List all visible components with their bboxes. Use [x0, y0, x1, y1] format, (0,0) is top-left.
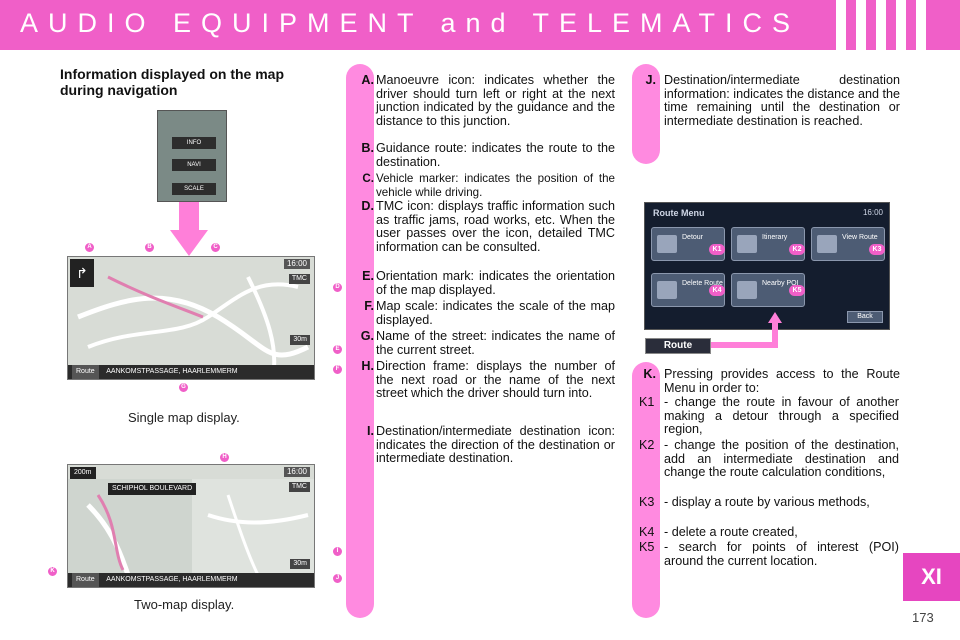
- poi-icon: [737, 281, 757, 299]
- legend-item-k: K. Pressing provides access to the Route…: [643, 367, 900, 395]
- marker-f: F: [332, 364, 343, 375]
- marker-h: H: [219, 452, 230, 463]
- map-clock: 16:00: [283, 259, 310, 269]
- navigation-device-buttons: INFO NAVI SCALE: [157, 110, 227, 202]
- route-menu-clock: 16:00: [862, 208, 883, 217]
- marker-k5: K5: [789, 285, 805, 296]
- navi-button: NAVI: [172, 159, 216, 171]
- pointer-arrow-head: [170, 230, 208, 256]
- legend-item-h: H. Direction frame: displays the number …: [361, 359, 615, 400]
- k4-description: K4 - delete a route created,: [639, 525, 798, 539]
- legend-item-d: D. TMC icon: displays traffic informatio…: [361, 199, 615, 254]
- connector-arrow: [772, 322, 778, 348]
- k5-description: K5 - search for points of interest (POI)…: [639, 540, 899, 568]
- tmc-icon: TMC: [288, 482, 310, 492]
- route-button[interactable]: Route: [72, 573, 99, 587]
- route-menu-title: Route Menu: [653, 208, 705, 218]
- k2-description: K2 - change the position of the destinat…: [639, 438, 899, 479]
- legend-panel-k: [632, 362, 660, 618]
- marker-k1: K1: [709, 244, 725, 255]
- marker-a: A: [84, 242, 95, 253]
- header-stripe: [856, 0, 866, 50]
- scale-button: SCALE: [172, 183, 216, 195]
- marker-j: J: [332, 573, 343, 584]
- direction-frame: SCHIPHOL BOULEVARD: [108, 483, 197, 495]
- section-title: Information displayed on the map during …: [60, 66, 285, 98]
- section-tab: XI: [903, 553, 960, 601]
- map-graphic: [77, 275, 310, 378]
- legend-panel-j: [632, 64, 660, 164]
- connector-arrow-head: [768, 312, 782, 323]
- map-clock: 16:00: [283, 467, 310, 477]
- map-scale: 30m: [290, 559, 310, 569]
- legend-item-c: C. Vehicle marker: indicates the positio…: [362, 172, 615, 199]
- route-button[interactable]: Route: [72, 365, 99, 379]
- marker-d: D: [332, 282, 343, 293]
- route-menu-screen: Route Menu 16:00 Detour Itinerary View R…: [644, 202, 890, 330]
- two-map-screen: 200m SCHIPHOL BOULEVARD 16:00 TMC 30m Ro…: [67, 464, 315, 588]
- view-route-icon: [817, 235, 837, 253]
- marker-k2: K2: [789, 244, 805, 255]
- street-name: AANKOMSTPASSAGE, HAARLEMMERM: [106, 576, 238, 583]
- two-map-caption: Two-map display.: [134, 597, 235, 612]
- detour-icon: [657, 235, 677, 253]
- marker-k3: K3: [869, 244, 885, 255]
- marker-i: I: [332, 546, 343, 557]
- marker-k: K: [47, 566, 58, 577]
- marker-c: C: [210, 242, 221, 253]
- k1-description: K1 - change the route in favour of anoth…: [639, 395, 899, 436]
- route-menu-button[interactable]: Route: [645, 338, 711, 354]
- header-title: AUDIO EQUIPMENT and TELEMATICS: [19, 8, 801, 38]
- street-name-bar: Route AANKOMSTPASSAGE, HAARLEMMERM: [68, 573, 314, 587]
- distance-readout: 200m: [70, 467, 96, 479]
- marker-g: G: [178, 382, 189, 393]
- marker-b: B: [144, 242, 155, 253]
- legend-item-i: I. Destination/intermediate destination …: [367, 424, 615, 465]
- single-map-caption: Single map display.: [128, 410, 240, 425]
- header-stripe: [836, 0, 846, 50]
- street-name: AANKOMSTPASSAGE, HAARLEMMERM: [106, 368, 238, 375]
- legend-item-g: G. Name of the street: indicates the nam…: [360, 329, 615, 357]
- pointer-arrow: [179, 202, 199, 232]
- k3-description: K3 - display a route by various methods,: [639, 495, 870, 509]
- page-number: 173: [912, 610, 934, 625]
- marker-e: E: [332, 344, 343, 355]
- legend-panel-a-i: [346, 64, 374, 618]
- delete-route-button[interactable]: Delete Route: [651, 273, 725, 307]
- delete-route-icon: [657, 281, 677, 299]
- map-graphic: [68, 479, 314, 576]
- legend-item-a: A. Manoeuvre icon: indicates whether the…: [361, 73, 615, 128]
- page-header: AUDIO EQUIPMENT and TELEMATICS: [0, 0, 960, 50]
- header-stripe: [876, 0, 886, 50]
- single-map-screen: ↱ 16:00 TMC 30m Route AANKOMSTPASSAGE, H…: [67, 256, 315, 380]
- header-stripe: [896, 0, 906, 50]
- tmc-icon: TMC: [288, 274, 310, 284]
- legend-item-b: B. Guidance route: indicates the route t…: [361, 141, 615, 169]
- back-button[interactable]: Back: [847, 311, 883, 323]
- map-scale: 30m: [290, 335, 310, 345]
- manoeuvre-icon: ↱: [70, 259, 94, 287]
- header-stripe: [916, 0, 926, 50]
- street-name-bar: Route AANKOMSTPASSAGE, HAARLEMMERM: [68, 365, 314, 379]
- legend-item-f: F. Map scale: indicates the scale of the…: [364, 299, 615, 327]
- legend-item-e: E. Orientation mark: indicates the orien…: [362, 269, 615, 297]
- info-button: INFO: [172, 137, 216, 149]
- connector-arrow: [711, 342, 778, 348]
- marker-k4: K4: [709, 285, 725, 296]
- itinerary-icon: [737, 235, 757, 253]
- legend-item-j: J. Destination/intermediate destination …: [645, 73, 900, 128]
